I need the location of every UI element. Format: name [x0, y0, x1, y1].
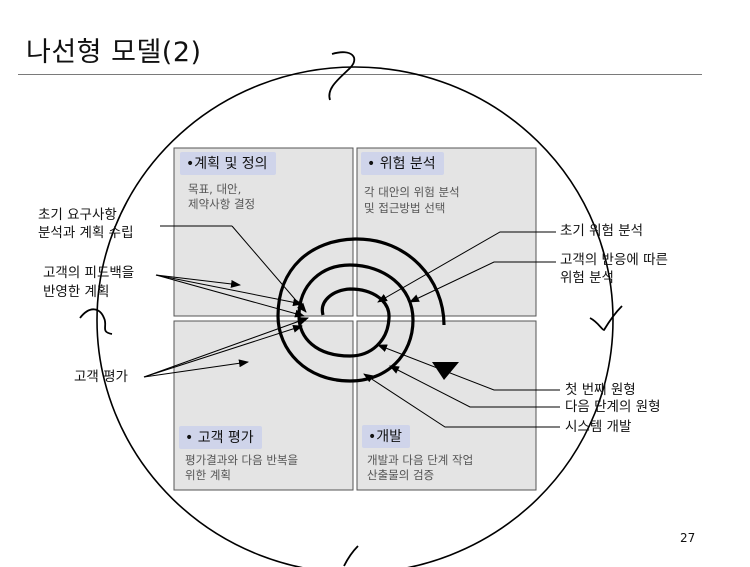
- callout-system-development: 시스템 개발: [565, 419, 632, 435]
- outer-circle: [96, 66, 614, 567]
- tick-mark-bottom: [343, 545, 359, 567]
- leader-customer-eval-3: [143, 317, 309, 378]
- quadrant-desc-risk-line2: 및 접근방법 선택: [364, 201, 446, 215]
- quadrant-desc-risk-line1: 각 대안의 위험 분석: [364, 185, 460, 199]
- callout-feedback-line1: 고객의 피드백을: [43, 265, 135, 281]
- leader-customer-eval-2: [143, 324, 303, 378]
- leader-system-dev: [363, 373, 560, 428]
- leader-feedback-1: [155, 274, 241, 288]
- quadrant-desc-planning-line1: 목표, 대안,: [188, 182, 242, 196]
- spiral-path: [276, 237, 446, 383]
- callout-initial-requirements-line2: 분석과 계획 수립: [38, 225, 134, 241]
- leader-customer-eval-1: [143, 359, 249, 378]
- leader-initial-risk: [377, 231, 556, 303]
- leader-next-prototype: [389, 365, 560, 408]
- quadrant-label-customer-evaluation: • 고객 평가: [179, 426, 262, 449]
- quadrant-desc-customer-line2: 위한 계획: [185, 468, 231, 482]
- tick-mark-top: [328, 51, 356, 101]
- page-number: 27: [680, 531, 696, 545]
- tick-mark-right: [589, 305, 623, 331]
- quadrant-desc-development-line1: 개발과 다음 단계 작업: [367, 453, 474, 467]
- callout-feedback-line2: 반영한 계획: [43, 284, 110, 300]
- quadrant-label-planning: •계획 및 정의: [180, 152, 276, 175]
- tick-mark-left: [79, 308, 113, 335]
- quadrant-desc-development-line2: 산출물의 검증: [367, 468, 435, 482]
- quadrant-label-risk-analysis: • 위험 분석: [361, 152, 444, 175]
- page-title: 나선형 모델(2): [26, 37, 202, 68]
- leader-initial-requirements-diag: [231, 225, 307, 313]
- callout-first-prototype: 첫 번째 원형: [565, 382, 636, 398]
- leader-risk-reaction: [409, 261, 556, 303]
- leader-feedback-2: [155, 274, 303, 307]
- leader-first-prototype: [377, 344, 560, 391]
- callout-risk-reaction-line2: 위험 분석: [560, 270, 614, 286]
- callout-next-prototype: 다음 단계의 원형: [565, 399, 661, 415]
- quadrant-desc-planning-line2: 제약사항 결정: [188, 197, 256, 211]
- quadrant-desc-customer-line1: 평가결과와 다음 반복을: [185, 453, 299, 467]
- title-divider: [18, 74, 702, 75]
- callout-risk-reaction-line1: 고객의 반응에 따른: [560, 252, 668, 268]
- leader-feedback-3: [155, 274, 305, 318]
- callout-initial-requirements-line1: 초기 요구사항: [38, 207, 117, 223]
- callout-customer-evaluation: 고객 평가: [74, 369, 128, 385]
- quadrant-label-development: •개발: [362, 425, 411, 448]
- callout-initial-risk-analysis: 초기 위험 분석: [560, 223, 644, 239]
- quadrant-box-customer-evaluation: [173, 320, 354, 491]
